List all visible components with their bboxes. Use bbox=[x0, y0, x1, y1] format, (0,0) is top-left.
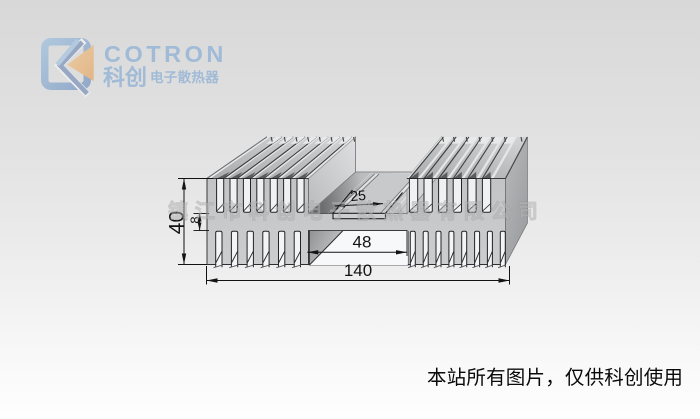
svg-text:电子散热器: 电子散热器 bbox=[150, 69, 219, 85]
svg-text:8: 8 bbox=[187, 216, 202, 223]
svg-text:科创: 科创 bbox=[103, 65, 147, 90]
svg-text:48: 48 bbox=[353, 233, 372, 252]
svg-text:40: 40 bbox=[166, 211, 189, 234]
svg-text:COTRON: COTRON bbox=[104, 41, 227, 67]
svg-text:140: 140 bbox=[344, 261, 372, 280]
svg-text:25: 25 bbox=[350, 187, 367, 204]
